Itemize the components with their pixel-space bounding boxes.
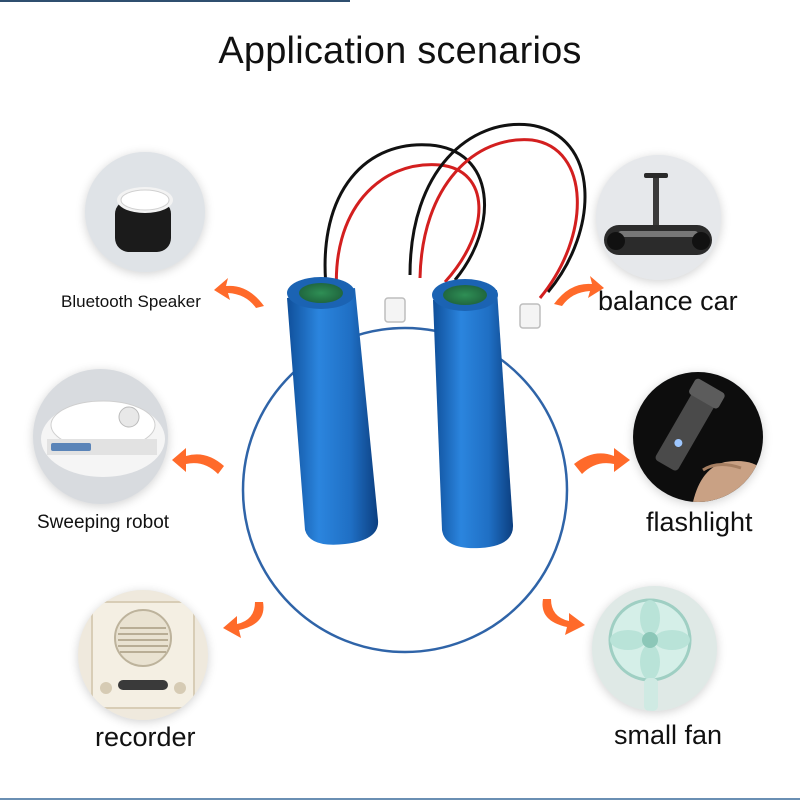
label-small-fan: small fan <box>614 720 723 750</box>
center-ring <box>241 326 569 654</box>
arrow-bluetooth-speaker <box>214 278 264 308</box>
sweeping-robot-icon <box>33 369 168 504</box>
flashlight-image <box>633 372 763 502</box>
recorder-icon <box>78 590 208 720</box>
battery-left <box>287 277 379 545</box>
sweeping-robot-image <box>33 369 168 504</box>
bluetooth-speaker-icon <box>85 152 205 272</box>
arrow-flashlight <box>574 448 630 474</box>
label-flashlight: flashlight <box>646 507 753 537</box>
recorder-image <box>78 590 208 720</box>
wire-black-right <box>408 122 587 293</box>
balance-car-image <box>596 155 721 280</box>
battery-right <box>432 279 514 549</box>
bottom-border-line <box>0 798 800 800</box>
balance-car-icon <box>596 155 721 280</box>
label-recorder: recorder <box>95 722 196 752</box>
small-fan-image <box>592 586 717 711</box>
small-fan-icon <box>592 586 717 711</box>
arrow-balance-car <box>554 276 604 306</box>
arrow-sweeping-robot <box>172 448 224 474</box>
label-balance-car: balance car <box>598 286 738 316</box>
wire-red-right <box>418 138 579 299</box>
arrow-small-fan <box>542 599 585 635</box>
top-border-line <box>0 0 350 2</box>
bluetooth-speaker-image <box>85 152 205 272</box>
flashlight-icon <box>633 372 763 502</box>
wire-black-left <box>323 143 486 296</box>
label-sweeping-robot: Sweeping robot <box>37 512 170 533</box>
label-bluetooth-speaker: Bluetooth Speaker <box>61 292 201 311</box>
connector-left <box>384 297 406 323</box>
connector-right <box>519 303 541 329</box>
page-title: Application scenarios <box>218 30 582 72</box>
arrow-recorder <box>223 602 264 638</box>
